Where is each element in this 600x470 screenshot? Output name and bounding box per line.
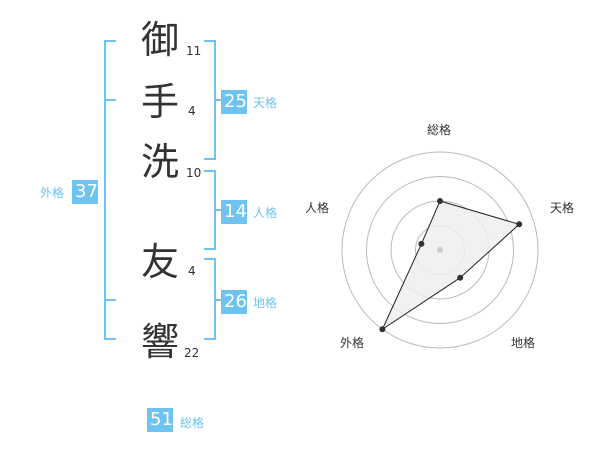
stroke-count-1: 11	[186, 44, 202, 58]
gaikaku-bracket-tick-lower	[104, 299, 116, 301]
radar-label-tenkaku: 天格	[550, 201, 575, 215]
radar-label-gaikaku: 外格	[340, 336, 365, 350]
soukaku-label: 総格	[180, 416, 205, 430]
radar-ring	[341, 151, 539, 349]
stroke-count-4: 4	[188, 264, 196, 278]
jinkaku-bracket-tick	[214, 209, 222, 211]
name-char-3: 洗	[140, 140, 179, 184]
name-char-5: 響	[140, 320, 179, 364]
radar-polygon	[381, 200, 521, 331]
radar-point-0	[437, 198, 443, 204]
chikaku-bracket-tick	[214, 299, 222, 301]
stroke-count-3: 10	[186, 166, 202, 180]
radar-point-1	[516, 221, 523, 228]
radar-point-3	[379, 326, 386, 333]
radar-label-soukaku: 総格	[427, 123, 452, 137]
name-char-4: 友	[140, 240, 179, 284]
chikaku-score: 26	[221, 290, 247, 314]
gaikaku-bracket	[104, 40, 116, 340]
radar-point-4	[418, 240, 425, 247]
jinkaku-score: 14	[221, 200, 247, 224]
radar-center	[437, 247, 443, 253]
gaikaku-label: 外格	[40, 186, 65, 200]
tenkaku-score: 25	[221, 90, 247, 114]
stroke-count-2: 4	[188, 104, 196, 118]
radar-label-chikaku: 地格	[511, 336, 536, 350]
gaikaku-score: 37	[72, 180, 98, 204]
radar-point-2	[457, 274, 464, 281]
tenkaku-label: 天格	[253, 96, 278, 110]
radar-label-jinkaku: 人格	[305, 201, 330, 215]
radar-ring	[366, 176, 514, 324]
gaikaku-bracket-tick	[104, 99, 116, 101]
jinkaku-label: 人格	[253, 206, 278, 220]
name-char-1: 御	[140, 18, 179, 62]
tenkaku-bracket-tick	[214, 99, 222, 101]
chikaku-label: 地格	[253, 296, 278, 310]
soukaku-score: 51	[147, 408, 173, 432]
name-char-2: 手	[140, 80, 179, 124]
stroke-count-5: 22	[184, 346, 200, 360]
